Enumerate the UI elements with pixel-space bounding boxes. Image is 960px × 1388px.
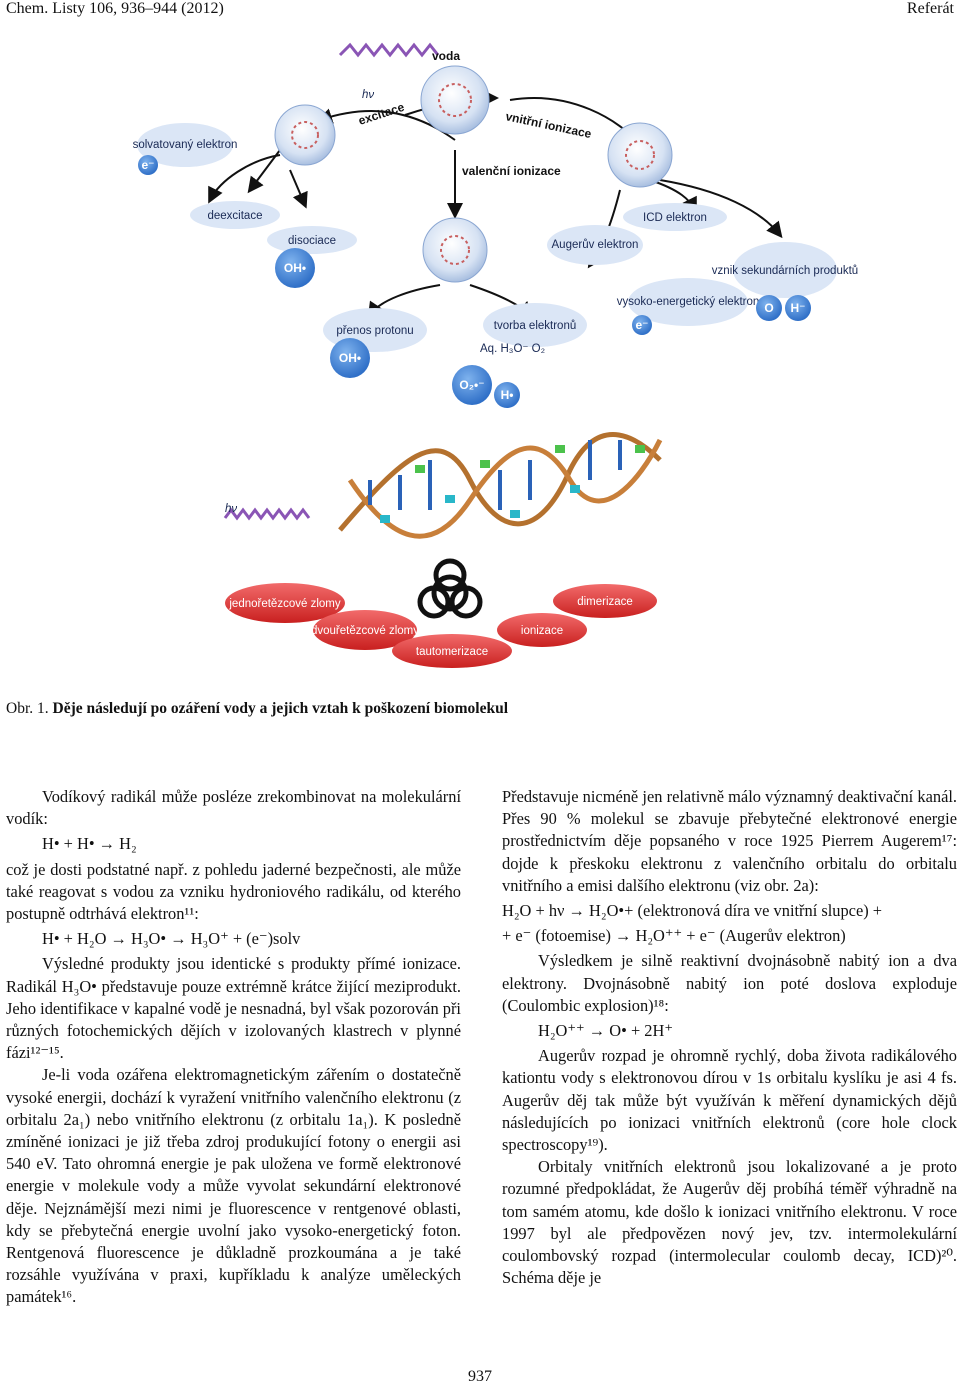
svg-text:H⁻: H⁻ (791, 301, 806, 315)
right-column: Představuje nicméně jen relativně málo v… (502, 786, 957, 1289)
damage-single-strand: jednořetězcové zlomy (225, 583, 345, 623)
svg-text:O₂•⁻: O₂•⁻ (459, 378, 484, 392)
left-paragraph-1: Vodíkový radikál může posléze zrekombino… (6, 787, 461, 829)
photon-wave-top (338, 42, 440, 58)
ion-oh-bottom: OH• (330, 338, 370, 378)
svg-text:dvouřetězcové zlomy: dvouřetězcové zlomy (311, 625, 419, 637)
damage-dimerizace: dimerizace (553, 584, 657, 618)
ion-e-right: e⁻ (632, 315, 652, 335)
damage-ionizace: ionizace (497, 613, 587, 647)
svg-text:O: O (764, 301, 773, 315)
ellipse-vznik: vznik sekundárních produktů (712, 242, 858, 298)
ellipse-auger: Augerův elektron (547, 225, 643, 265)
svg-text:H•: H• (501, 388, 514, 402)
page-number: 937 (468, 1368, 492, 1385)
left-equation-2: H• + H₂O → H₃O• → H₃O⁺ + (e⁻)solv (42, 929, 301, 949)
aq-label: Aq. H₃O⁻ O₂ (480, 343, 545, 355)
left-equation-1: H• + H• → H₂ (42, 834, 137, 854)
svg-text:OH•: OH• (284, 261, 306, 275)
left-column: Vodíkový radikál může posléze zrekombino… (6, 786, 461, 1309)
page-header: Chem. Listy 106, 936–944 (2012) Referát (6, 0, 954, 22)
ellipse-deexcitace: deexcitace (190, 201, 280, 229)
svg-text:disociace: disociace (288, 235, 336, 247)
water-cluster-left (274, 104, 336, 166)
svg-text:přenos protonu: přenos protonu (336, 325, 413, 337)
ellipse-disociace: disociace (267, 226, 357, 254)
left-paragraph-2: což je dosti podstatné např. z pohledu j… (6, 859, 461, 924)
hv-label-bottom: hν (225, 503, 237, 515)
right-equation-1: H₂O + hν → H₂O•+ (elektronová díra ve vn… (502, 901, 883, 921)
right-paragraph-1: Představuje nicméně jen relativně málo v… (502, 787, 957, 895)
svg-text:vznik sekundárních produktů: vznik sekundárních produktů (712, 265, 858, 277)
vnitrni-ionizace-label: vnitřní ionizace (504, 109, 593, 141)
right-paragraph-2: Výsledkem je silně reaktivní dvojnásobně… (502, 951, 957, 1015)
right-equation-2: + e⁻ (fotoemise) → H₂O⁺⁺ + e⁻ (Augerův e… (502, 926, 846, 946)
ellipse-vysoko: vysoko-energetický elektron (617, 278, 760, 326)
ion-h-dot: H• (494, 382, 520, 408)
left-paragraph-3: Výsledné produkty jsou identické s produ… (6, 954, 461, 1063)
svg-text:tautomerizace: tautomerizace (416, 646, 488, 658)
figure-radiolysis-scheme: hν voda excitace vnitřní ionizace valenč… (100, 40, 860, 680)
valencni-ionizace-label: valenční ionizace (462, 164, 561, 178)
svg-text:e⁻: e⁻ (635, 318, 648, 332)
biohazard-icon (417, 558, 483, 619)
svg-text:e⁻: e⁻ (141, 158, 154, 172)
journal-reference: Chem. Listy 106, 936–944 (2012) (6, 0, 224, 17)
ellipse-solvated-electron: solvatovaný elektron (133, 123, 238, 167)
right-paragraph-4: Orbitaly vnitřních elektronů jsou lokali… (502, 1157, 957, 1288)
caption-prefix: Obr. 1. (6, 700, 49, 717)
svg-text:dimerizace: dimerizace (577, 596, 633, 608)
svg-text:deexcitace: deexcitace (208, 210, 263, 222)
svg-text:OH•: OH• (339, 351, 361, 365)
damage-double-strand: dvouřetězcové zlomy (311, 610, 419, 650)
caption-title: Děje následují po ozáření vody a jejich … (52, 700, 509, 717)
voda-label: voda (432, 49, 460, 63)
ellipse-tvorba: tvorba elektronů (483, 303, 587, 347)
ion-o2: O₂•⁻ (452, 365, 492, 405)
photon-wave-bottom (223, 507, 311, 521)
ion-oh-top: OH• (275, 248, 315, 288)
svg-text:vysoko-energetický elektron: vysoko-energetický elektron (617, 296, 760, 308)
ion-h-minus: H⁻ (785, 295, 811, 321)
svg-text:Augerův elektron: Augerův elektron (552, 239, 639, 251)
right-paragraph-3: Augerův rozpad je ohromně rychlý, doba ž… (502, 1046, 957, 1155)
excitace-label: excitace (357, 100, 407, 128)
svg-text:jednořetězcové zlomy: jednořetězcové zlomy (228, 598, 340, 610)
svg-text:ionizace: ionizace (521, 625, 563, 637)
section-label: Referát (906, 0, 954, 17)
ellipse-icd: ICD elektron (623, 203, 727, 231)
svg-text:tvorba elektronů: tvorba elektronů (494, 320, 576, 332)
svg-text:ICD elektron: ICD elektron (643, 212, 707, 224)
water-cluster-middle (422, 217, 488, 283)
hv-label-top: hν (362, 89, 374, 101)
dna-double-helix (338, 432, 663, 539)
water-cluster-right (607, 122, 673, 188)
right-equation-3: H₂O⁺⁺ → O• + 2H⁺ (538, 1021, 673, 1041)
figure-caption: Obr. 1. Děje následují po ozáření vody a… (6, 700, 508, 718)
svg-text:solvatovaný elektron: solvatovaný elektron (133, 139, 238, 151)
water-cluster-top (420, 65, 490, 135)
damage-tautomerizace: tautomerizace (392, 634, 512, 668)
ion-o: O (756, 295, 782, 321)
left-paragraph-4: Je-li voda ozářena elektromagnetickým zá… (6, 1065, 461, 1307)
ion-e-left: e⁻ (138, 155, 158, 175)
